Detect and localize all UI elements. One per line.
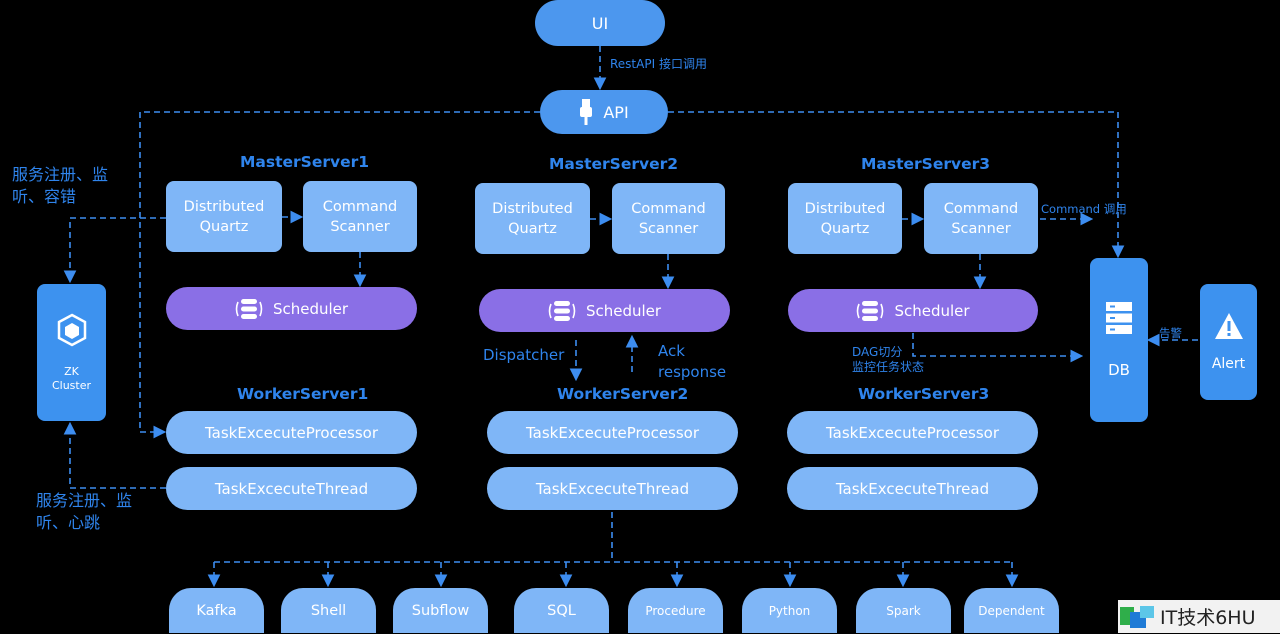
zk-note-bottom: 服务注册、监 听、心跳	[36, 490, 132, 534]
worker1-title: WorkerServer1	[237, 385, 369, 403]
zk-note-top-line1: 服务注册、监	[12, 165, 109, 184]
ui-label: UI	[591, 13, 609, 33]
task-sql: SQL	[514, 588, 609, 633]
alarm-label: 告警	[1159, 326, 1182, 340]
quartz-label-2: Quartz	[508, 220, 557, 237]
quartz-label-1: Distributed	[492, 200, 573, 217]
quartz-label-1: Distributed	[804, 200, 886, 217]
processor-label: TaskExcecuteProcessor	[525, 423, 700, 442]
ui-node: UI	[535, 0, 665, 46]
scanner-label-1: Command	[631, 200, 706, 217]
scanner-label-1: Command	[322, 198, 398, 215]
worker1-thread: TaskExcecuteThread	[166, 467, 417, 510]
thread-label: TaskExcecuteThread	[214, 479, 369, 498]
zk-label-line2: Cluster	[51, 378, 92, 392]
master3-title: MasterServer3	[861, 155, 991, 173]
task-python: Python	[742, 588, 837, 633]
scanner-label-2: Scanner	[330, 218, 390, 235]
task-label: SQL	[547, 602, 576, 619]
zk-label-line1: ZK	[64, 364, 79, 378]
task-label: Shell	[310, 602, 347, 619]
db-node: DB	[1090, 258, 1148, 422]
api-label: API	[603, 102, 629, 122]
master1-title: MasterServer1	[240, 153, 370, 171]
dispatcher-label: Dispatcher	[483, 346, 565, 364]
processor-label: TaskExcecuteProcessor	[204, 423, 379, 442]
processor-label: TaskExcecuteProcessor	[825, 423, 1000, 442]
master1-scheduler: Scheduler	[166, 287, 417, 330]
thread-label: TaskExcecuteThread	[835, 479, 990, 498]
task-spark: Spark	[856, 588, 951, 633]
watermark-logo-icon	[1120, 604, 1158, 630]
scanner-label-1: Command	[943, 200, 1019, 217]
zk-note-bottom-line1: 服务注册、监	[36, 491, 133, 510]
ack-label-line2: response	[658, 363, 727, 381]
zk-note-top: 服务注册、监 听、容错	[12, 164, 108, 208]
scheduler-icon	[548, 300, 576, 322]
master3-scheduler: Scheduler	[788, 289, 1038, 332]
ack-label-line1: Ack	[658, 342, 685, 360]
master2-scheduler: Scheduler	[479, 289, 730, 332]
api-node: API	[540, 90, 668, 134]
scanner-label-2: Scanner	[638, 220, 699, 237]
worker3-thread: TaskExcecuteThread	[787, 467, 1038, 510]
task-shell: Shell	[281, 588, 376, 633]
task-procedure: Procedure	[628, 588, 723, 633]
dag-label-line1: DAG切分	[852, 345, 903, 359]
quartz-label-1: Distributed	[183, 198, 265, 215]
scheduler-label: Scheduler	[272, 299, 349, 318]
worker3-processor: TaskExcecuteProcessor	[787, 411, 1038, 454]
warning-icon	[1214, 312, 1244, 344]
task-label: Procedure	[645, 603, 706, 618]
db-label: DB	[1108, 361, 1130, 379]
scheduler-icon	[856, 300, 884, 322]
alert-label: Alert	[1211, 356, 1246, 372]
command-call-label: Command 调用	[1041, 202, 1127, 216]
worker2-thread: TaskExcecuteThread	[487, 467, 738, 510]
worker2-title: WorkerServer2	[557, 385, 689, 403]
usb-icon	[579, 99, 593, 125]
quartz-label-2: Quartz	[820, 220, 870, 237]
quartz-label-2: Quartz	[199, 218, 249, 235]
zk-cluster-node: ZK Cluster	[37, 284, 106, 421]
worker1-processor: TaskExcecuteProcessor	[166, 411, 417, 454]
task-label: Kafka	[196, 602, 237, 619]
scheduler-label: Scheduler	[894, 301, 970, 320]
task-kafka: Kafka	[169, 588, 264, 633]
dag-label-line2: 监控任务状态	[852, 360, 925, 374]
task-dependent: Dependent	[964, 588, 1059, 633]
restapi-label: RestAPI 接口调用	[610, 57, 707, 71]
task-label: Python	[768, 603, 811, 618]
worker3-title: WorkerServer3	[858, 385, 990, 403]
alert-node: Alert	[1200, 284, 1257, 400]
server-icon	[1105, 301, 1133, 339]
worker2-processor: TaskExcecuteProcessor	[487, 411, 738, 454]
thread-label: TaskExcecuteThread	[535, 479, 690, 498]
scheduler-icon	[235, 298, 263, 320]
ack-label: Ack response	[658, 341, 726, 383]
task-label: Dependent	[978, 603, 1045, 618]
zk-note-top-line2: 听、容错	[12, 187, 77, 206]
scanner-label-2: Scanner	[951, 220, 1011, 237]
watermark-text: IT技术6HU	[1160, 607, 1256, 629]
scheduler-label: Scheduler	[585, 301, 662, 320]
master2-title: MasterServer2	[549, 155, 679, 173]
watermark: IT技术6HU	[1118, 600, 1280, 633]
task-label: Spark	[886, 603, 921, 618]
task-label: Subflow	[411, 602, 470, 619]
dag-label: DAG切分 监控任务状态	[852, 345, 924, 375]
cube-icon	[57, 313, 87, 351]
zk-note-bottom-line2: 听、心跳	[36, 513, 101, 532]
task-subflow: Subflow	[393, 588, 488, 633]
